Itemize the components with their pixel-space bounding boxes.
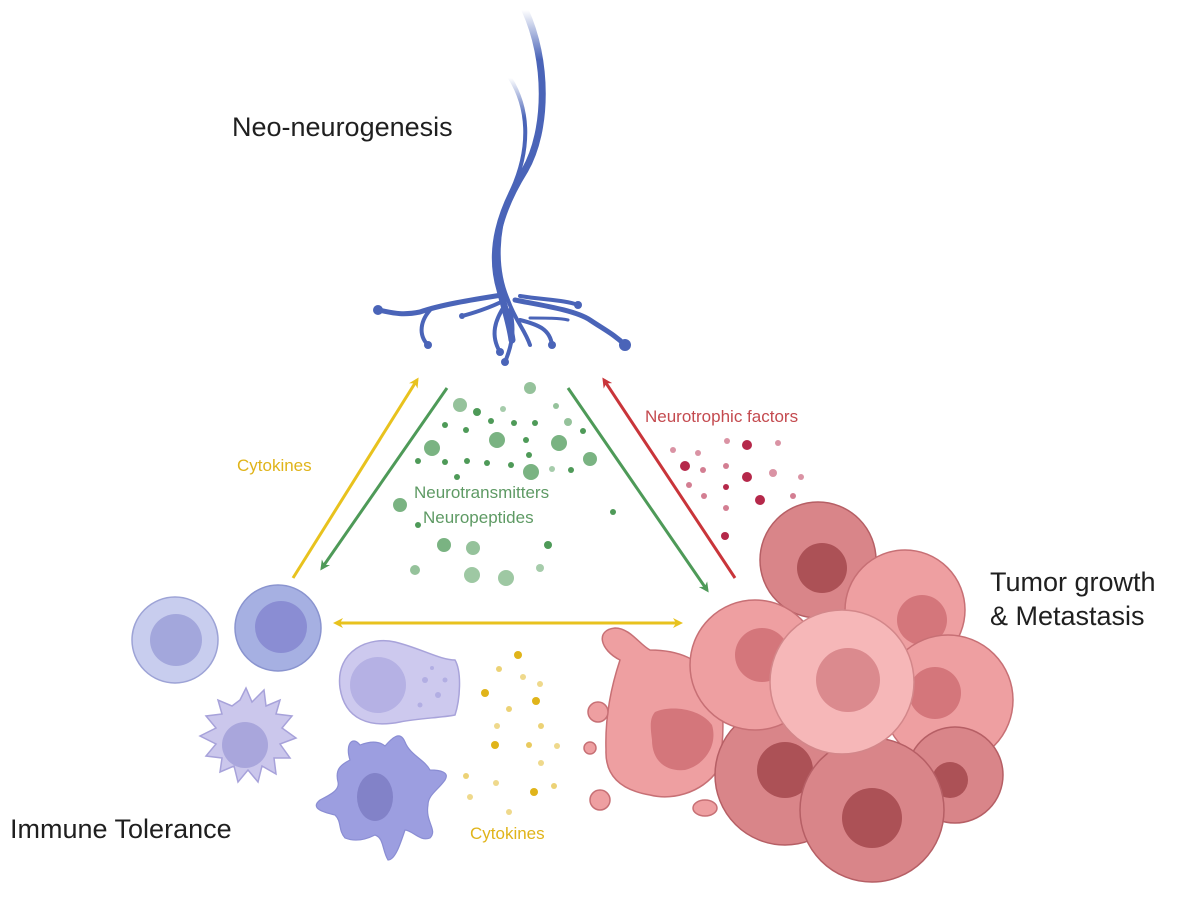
tumor-fragment	[692, 799, 718, 817]
neurotransmitter-dots	[393, 382, 616, 586]
tumor-label-line1: Tumor growth	[990, 567, 1156, 597]
arrow-neurotransmitters-to-immune	[320, 387, 449, 571]
tumor-fragment	[587, 701, 609, 723]
neurogenesis-label: Neo-neurogenesis	[232, 112, 453, 142]
tumor-cell-right	[882, 634, 1014, 766]
cytokines-label-left: Cytokines	[237, 456, 312, 475]
arrow-neurotransmitters-to-tumor	[566, 387, 709, 593]
cytokine-dots	[463, 651, 560, 815]
neurotransmitters-label: Neurotransmitters	[414, 483, 550, 502]
tumor-cell-top	[759, 501, 877, 619]
tumor-cell-center	[769, 609, 915, 755]
arrow-cytokines-to-nerve	[291, 377, 419, 579]
lymphocyte-icon	[131, 596, 219, 684]
immune-label: Immune Tolerance	[10, 814, 232, 844]
nerve-icon	[373, 6, 631, 366]
dendritic-cell-icon	[198, 686, 298, 784]
neurotrophic-label: Neurotrophic factors	[645, 407, 799, 426]
macrophage-icon	[338, 639, 461, 725]
tumor-label-line2: & Metastasis	[990, 601, 1145, 631]
neurotrophic-dots	[670, 438, 804, 540]
neuropeptides-label: Neuropeptides	[423, 508, 534, 527]
tumor-fragment	[583, 741, 597, 755]
tumor-fragment	[589, 789, 611, 811]
tumor-cell-bottom	[799, 737, 945, 883]
tumor-cells	[583, 501, 1014, 883]
b-cell-icon	[234, 584, 322, 672]
cytokines-label-bottom: Cytokines	[470, 824, 545, 843]
immune-cells	[131, 584, 461, 861]
arrow-neurotrophic-to-nerve	[602, 377, 737, 579]
monocyte-icon	[315, 735, 447, 861]
